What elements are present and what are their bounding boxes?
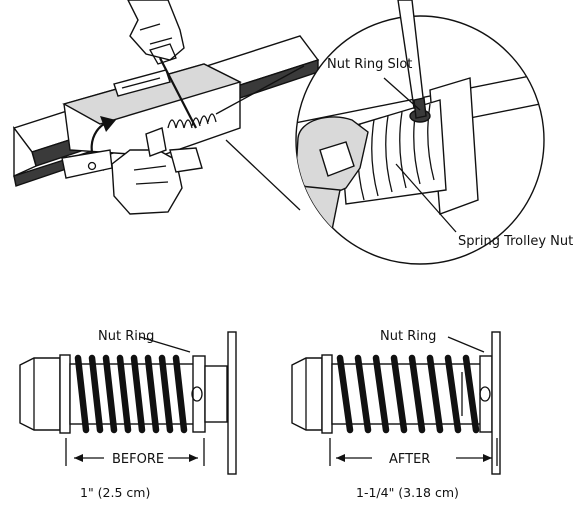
before-nut-ring-label: Nut Ring bbox=[98, 329, 154, 344]
zoom-connector-top bbox=[215, 65, 305, 115]
spring-trolley-nut-label: Spring Trolley Nut bbox=[458, 234, 573, 249]
before-measurement: 1" (2.5 cm) bbox=[80, 485, 150, 500]
after-nut-ring-label: Nut Ring bbox=[380, 329, 436, 344]
trolley-assembly-illustration bbox=[12, 0, 320, 215]
after-measurement: 1-1/4" (3.18 cm) bbox=[356, 485, 459, 500]
before-caption: BEFORE bbox=[112, 452, 164, 467]
zoom-detail-circle bbox=[295, 0, 545, 265]
after-caption: AFTER bbox=[389, 452, 430, 467]
nut-ring-slot-label: Nut Ring Slot bbox=[327, 57, 412, 72]
zoom-connector-bottom bbox=[225, 139, 301, 211]
before-spring-illustration bbox=[19, 331, 237, 475]
after-spring-illustration bbox=[291, 331, 501, 475]
